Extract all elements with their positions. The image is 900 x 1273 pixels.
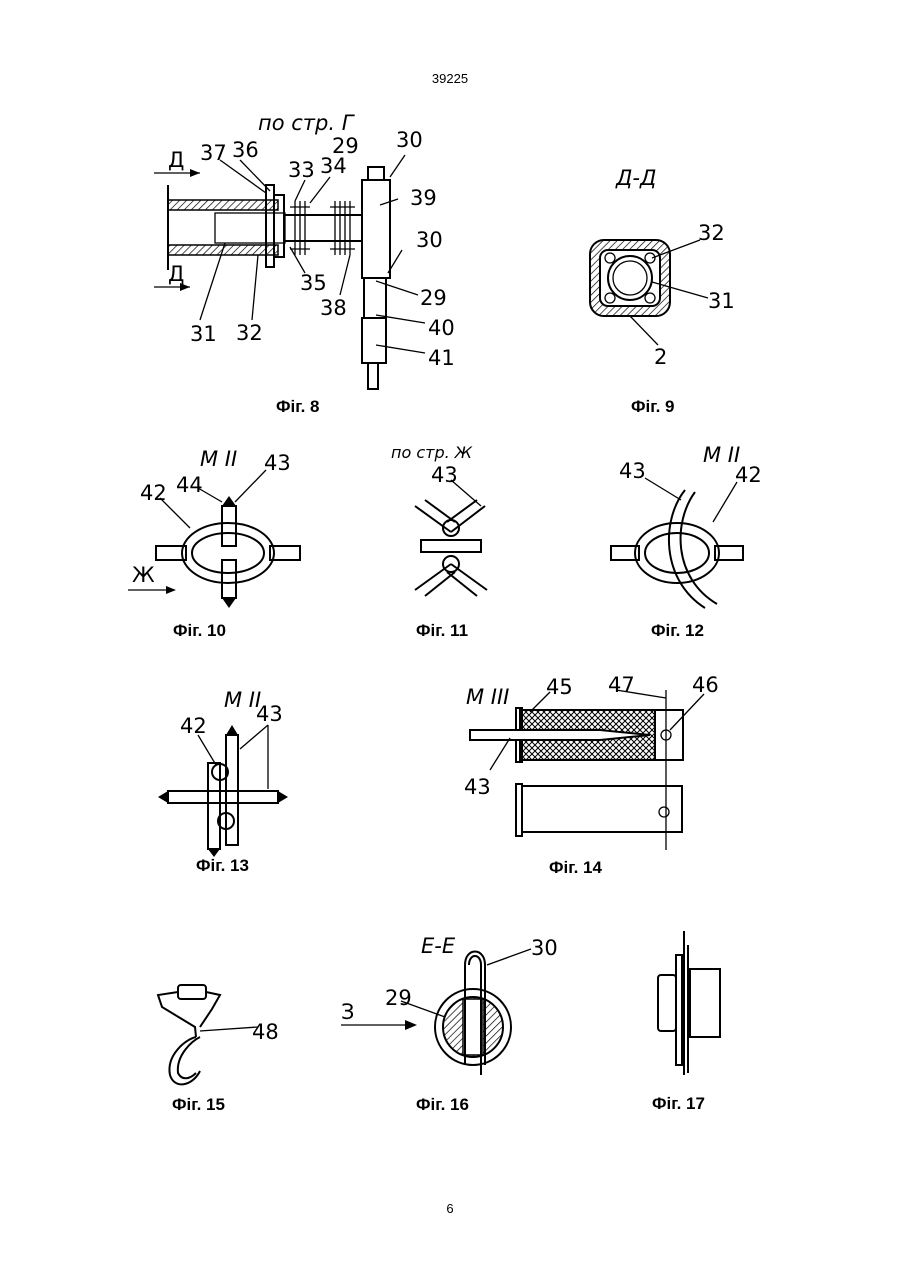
fig8-label-29b: 29 [420,286,447,310]
fig8-label-35: 35 [300,271,327,295]
fig10-scale: М II [200,447,237,471]
fig8-label-38: 38 [320,296,347,320]
figure-16-drawing: Е-Е 30 29 З [335,925,570,1090]
fig11-view-label: по стр. Ж [391,443,473,462]
fig14-label-43: 43 [464,775,491,799]
fig8-label-31: 31 [190,322,217,346]
fig15-caption: Фіг. 15 [172,1095,225,1115]
figure-8-drawing: по стр. Г Д Д 29 30 37 36 33 34 39 30 31… [140,105,470,395]
fig13-label-43: 43 [256,702,283,726]
fig16-label-30: 30 [531,936,558,960]
page-number: 6 [0,1201,900,1216]
fig8-section-top: Д [168,148,184,172]
fig10-label-43: 43 [264,451,291,475]
fig14-label-47: 47 [608,673,635,697]
figure-15-drawing: 48 [140,975,290,1095]
fig14-label-46: 46 [692,673,719,697]
fig16-arrow-label: З [341,1000,354,1024]
fig16-label-29: 29 [385,986,412,1010]
fig9-label-31: 31 [708,289,735,313]
fig15-label-48: 48 [252,1020,279,1044]
figure-12-drawing: М II 43 42 [605,440,780,615]
fig14-scale: М III [466,685,509,709]
fig8-view-label: по стр. Г [258,111,356,135]
fig11-label-43: 43 [431,463,458,487]
figure-14-drawing: М III 45 47 46 43 [460,670,725,855]
fig8-label-36: 36 [232,138,259,162]
fig8-label-30b: 30 [416,228,443,252]
fig9-section-label: Д-Д [615,166,656,190]
fig13-label-42: 42 [180,714,207,738]
fig8-label-39: 39 [410,186,437,210]
fig8-label-37: 37 [200,141,227,165]
fig12-label-43: 43 [619,459,646,483]
fig14-caption: Фіг. 14 [549,858,602,878]
fig8-label-32: 32 [236,321,263,345]
fig9-caption: Фіг. 9 [631,397,675,417]
fig10-label-44: 44 [176,473,203,497]
fig8-label-41: 41 [428,346,455,370]
fig10-arrow-label: Ж [132,563,155,587]
figure-10-drawing: М II 43 42 44 Ж [120,440,310,615]
fig12-caption: Фіг. 12 [651,621,704,641]
document-number: 39225 [0,71,900,86]
fig14-label-45: 45 [546,675,573,699]
fig10-caption: Фіг. 10 [173,621,226,641]
fig10-label-42: 42 [140,481,167,505]
figure-13-drawing: М II 42 43 [150,685,310,860]
fig9-label-32: 32 [698,221,725,245]
fig8-section-bottom: Д [168,262,184,286]
fig8-label-34: 34 [320,154,347,178]
fig11-caption: Фіг. 11 [416,621,468,641]
figure-11-drawing: по стр. Ж 43 [385,440,515,610]
figure-9-drawing: Д-Д 32 31 2 [580,150,760,380]
fig8-caption: Фіг. 8 [276,397,320,417]
fig9-label-2: 2 [654,345,667,369]
fig8-label-40: 40 [428,316,455,340]
fig13-caption: Фіг. 13 [196,856,249,876]
fig8-label-30a: 30 [396,128,423,152]
fig12-label-42: 42 [735,463,762,487]
fig16-section-label: Е-Е [421,934,456,958]
fig17-caption: Фіг. 17 [652,1094,705,1114]
figure-17-drawing [640,925,740,1080]
fig16-caption: Фіг. 16 [416,1095,469,1115]
fig8-label-33: 33 [288,158,315,182]
